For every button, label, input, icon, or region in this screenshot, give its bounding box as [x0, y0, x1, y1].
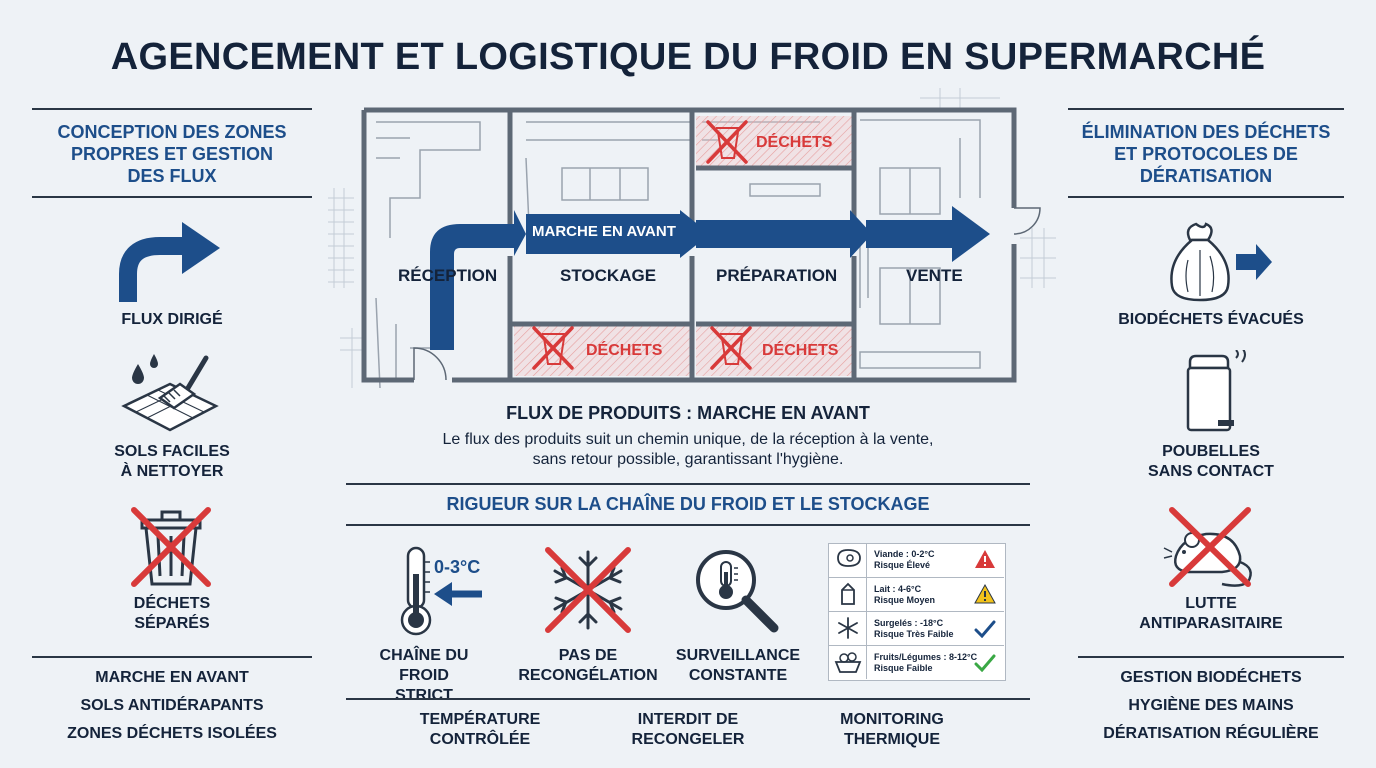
flux-title: FLUX DE PRODUITS : MARCHE EN AVANT [506, 403, 870, 423]
thermometer-icon [400, 546, 482, 636]
waste-label: DÉCHETS [756, 134, 833, 151]
crossed-trash-icon [532, 326, 574, 370]
list-item: SOLS ANTIDÉRAPANTS [80, 697, 264, 714]
divider [346, 483, 1030, 485]
room-preparation: PRÉPARATION [716, 266, 838, 285]
waste-zone [696, 116, 852, 168]
waste-zone [514, 324, 690, 376]
divider [32, 656, 312, 658]
list-item: GESTION BIODÉCHETS [1120, 669, 1302, 686]
room-vente: VENTE [906, 266, 963, 285]
list-item: DÉRATISATION RÉGULIÈRE [1103, 725, 1319, 742]
divider [1078, 656, 1344, 658]
list-item: ZONES DÉCHETS ISOLÉES [67, 725, 277, 742]
crossed-snowflake-icon [545, 547, 631, 633]
room-stockage: STOCKAGE [560, 266, 657, 285]
room-reception: RÉCEPTION [398, 266, 498, 285]
waste-bag-icon [1170, 222, 1272, 302]
icon-label-biodechets: BIODÉCHETS ÉVACUÉS [1118, 311, 1304, 328]
milk-icon [841, 582, 855, 605]
flux-description: Le flux des produits suit un chemin uniq… [442, 431, 934, 468]
list-item: HYGIÈNE DES MAINS [1128, 697, 1294, 714]
divider [346, 698, 1030, 700]
floor-cleaning-icon [121, 354, 219, 432]
page-title: AGENCEMENT ET LOGISTIQUE DU FROID EN SUP… [110, 36, 1266, 78]
warning-yellow-icon [974, 584, 996, 604]
temp-range: 0-3°C [434, 557, 481, 577]
icon-label-flux: FLUX DIRIGÉ [121, 311, 223, 328]
waste-label: DÉCHETS [586, 342, 663, 359]
flow-label: MARCHE EN AVANT [532, 223, 676, 240]
rigueur-title: RIGUEUR SUR LA CHAÎNE DU FROID ET LE STO… [446, 494, 930, 514]
divider [346, 524, 1030, 526]
magnifier-thermometer-icon [696, 550, 779, 633]
warning-red-icon [975, 550, 995, 568]
check-blue-icon [974, 620, 996, 638]
divider [32, 196, 312, 198]
flow-arrow [430, 206, 990, 350]
divider [1068, 196, 1344, 198]
snowflake-icon [838, 617, 858, 639]
vegetables-icon [834, 652, 862, 673]
meat-icon [837, 549, 861, 567]
crossed-trash-icon [131, 507, 211, 587]
crossed-trash-icon [706, 120, 748, 164]
touchless-bin-icon [1186, 350, 1246, 432]
curved-arrow-icon [119, 222, 220, 302]
crossed-trash-icon [710, 326, 752, 370]
waste-label: DÉCHETS [762, 342, 839, 359]
waste-zone [696, 324, 852, 376]
divider [1068, 108, 1344, 110]
floor-plan [328, 88, 1056, 389]
check-green-icon [974, 654, 996, 672]
crossed-rat-icon [1163, 507, 1252, 587]
list-item: MARCHE EN AVANT [95, 669, 249, 686]
divider [32, 108, 312, 110]
